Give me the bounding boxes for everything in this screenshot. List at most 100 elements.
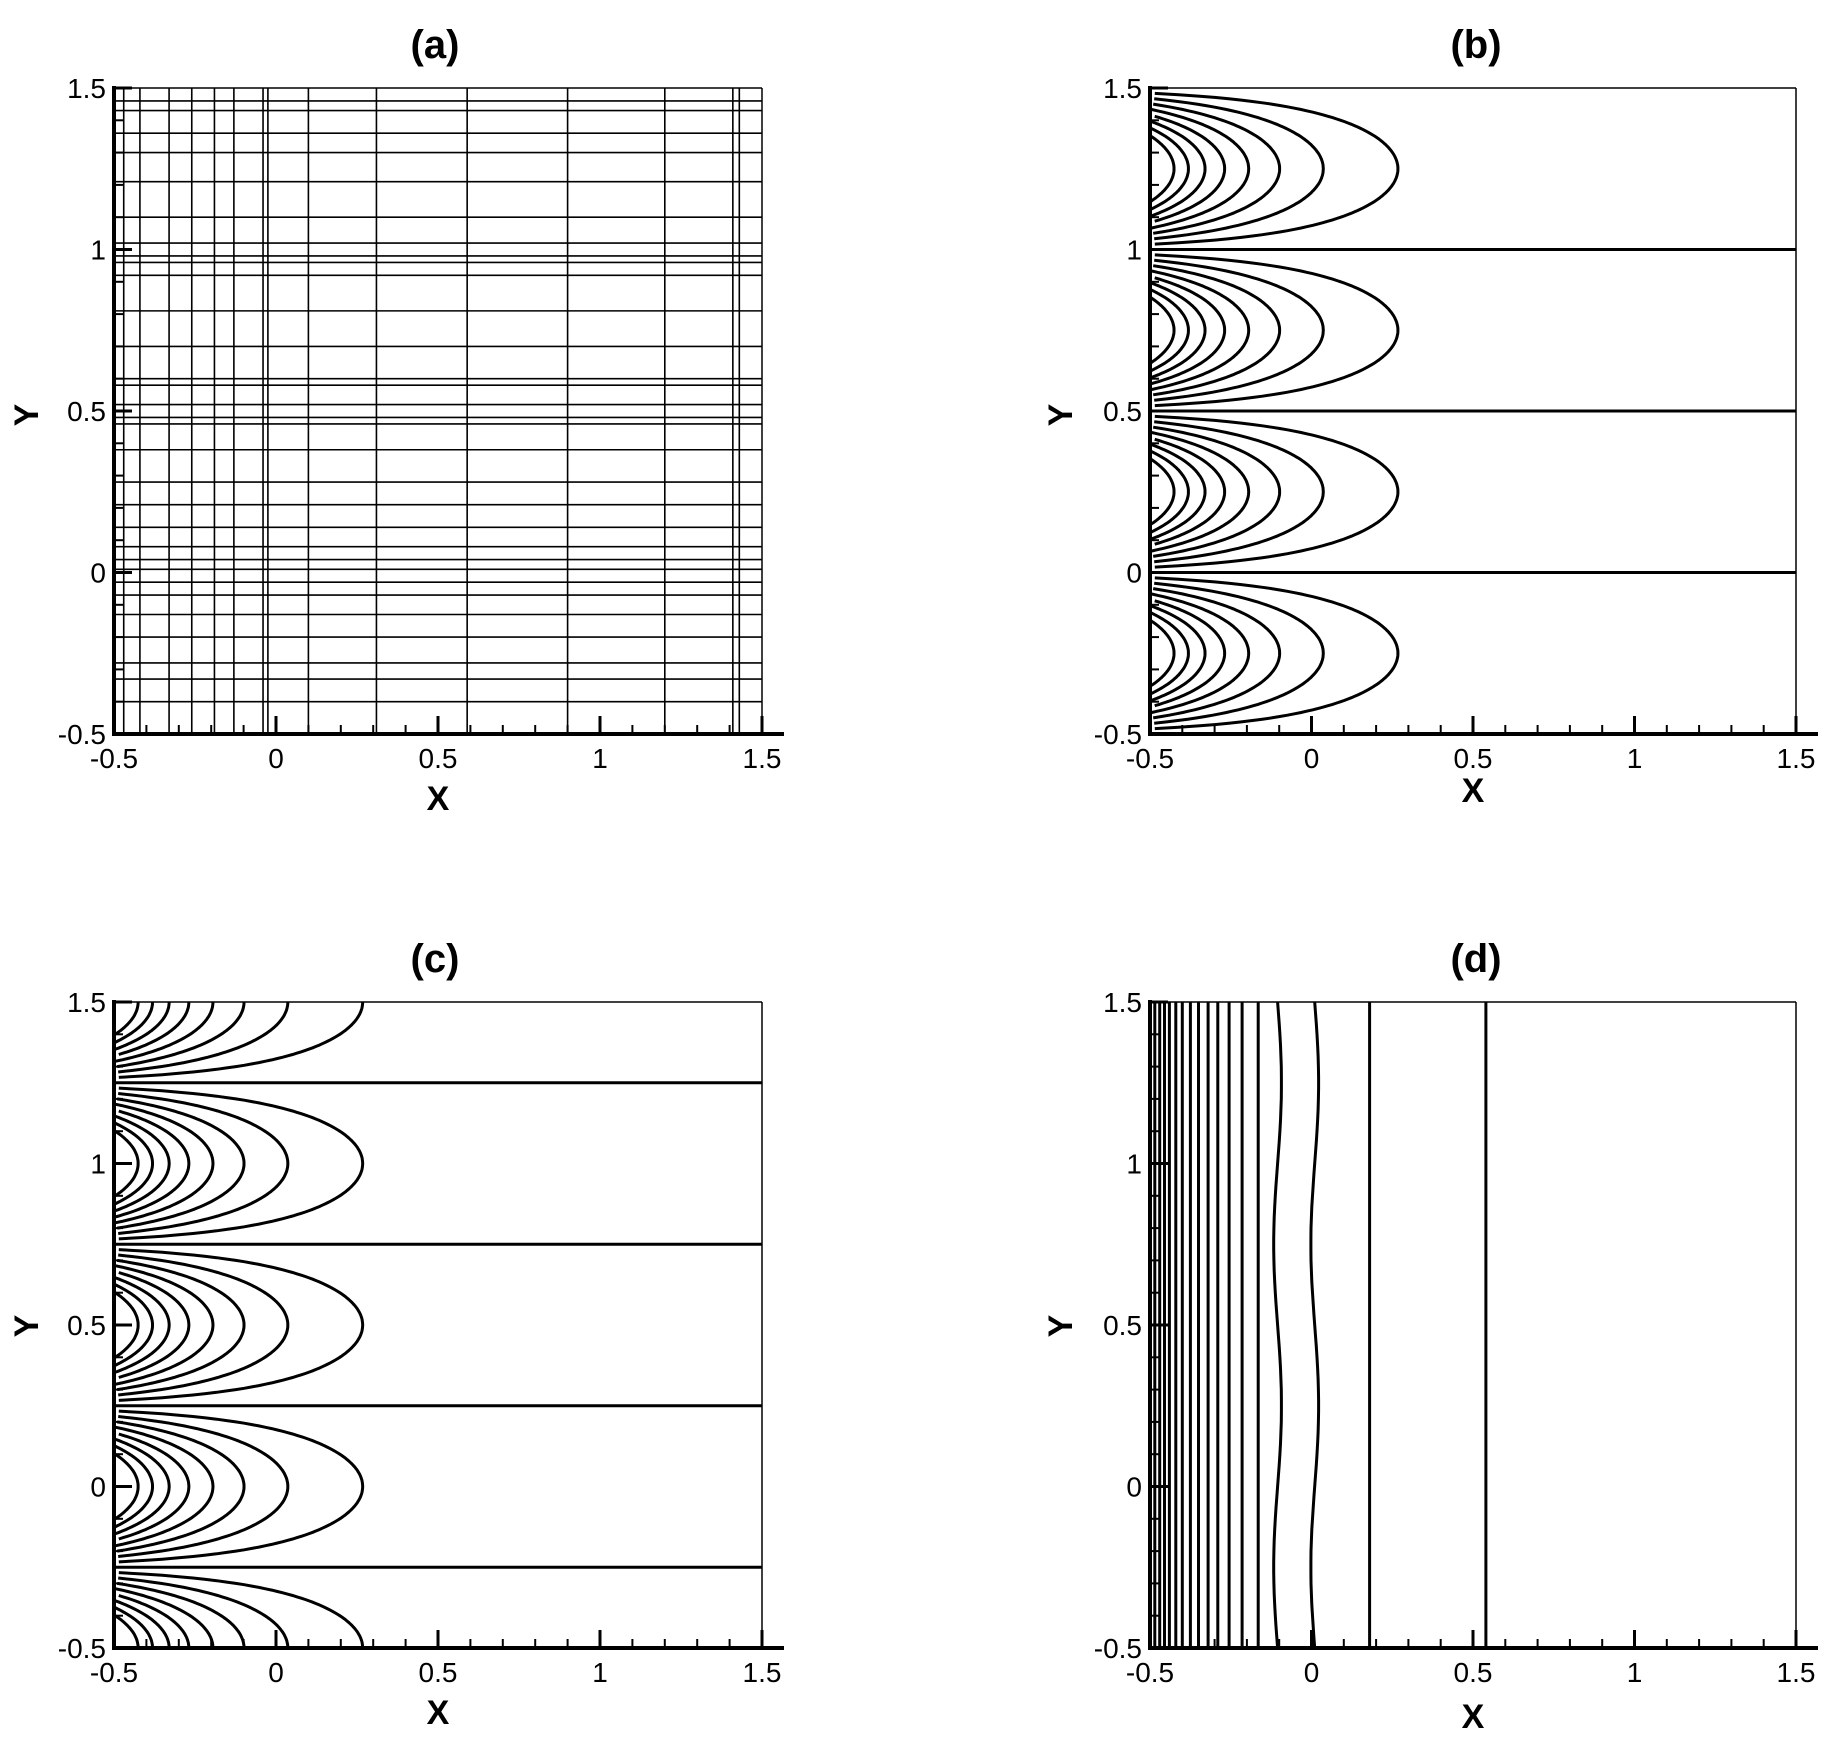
contour-line [118, 1571, 365, 1648]
x-axis-label: X [1462, 1698, 1485, 1736]
contour-line [1151, 443, 1207, 541]
contour-line [1151, 0, 1174, 40]
y-tick-label: 1.5 [67, 73, 106, 104]
contour-line [114, 1452, 140, 1521]
x-tick-label: 0 [1304, 743, 1320, 774]
y-tick-label: 0.5 [67, 396, 106, 427]
x-axis-label: X [427, 1694, 450, 1732]
x-tick-label: -0.5 [1126, 1657, 1174, 1688]
contour-line [118, 1415, 290, 1558]
contour-line [1152, 0, 1205, 54]
contour-line [118, 1253, 290, 1397]
y-tick-label: 1 [90, 235, 106, 266]
contour-line [1152, 0, 1249, 67]
contour-line [1151, 592, 1251, 714]
x-tick-label: 0.5 [1454, 743, 1493, 774]
x-tick-label: 0.5 [1454, 1657, 1493, 1688]
contour-line [1150, 611, 1190, 695]
y-tick-label: -0.5 [58, 1633, 106, 1664]
contour-line [1151, 0, 1188, 48]
y-tick-label: 1.5 [1103, 73, 1142, 104]
contour-line [1150, 288, 1190, 372]
contour-line [1154, 576, 1400, 731]
contour-line [1154, 258, 1325, 402]
contour-line [1150, 450, 1190, 534]
x-axis-label: X [1462, 772, 1485, 810]
contour-line [1152, 102, 1282, 235]
contour-line [118, 1409, 365, 1564]
x-tick-label: -0.5 [1126, 743, 1174, 774]
contour-line [118, 1086, 365, 1241]
contour-line [1151, 281, 1207, 379]
contour-line [1150, 762, 1225, 868]
contour-line [1152, 264, 1282, 397]
x-tick-label: 1.5 [1777, 743, 1816, 774]
contour-line [1150, 296, 1176, 364]
y-tick-label: 0.5 [1103, 396, 1142, 427]
x-tick-label: 1.5 [1777, 1657, 1816, 1688]
x-tick-label: 0.5 [419, 1657, 458, 1688]
contour-line [116, 1420, 246, 1553]
contour-line [115, 1587, 215, 1648]
panel-title: (c) [411, 937, 460, 981]
y-tick-label: -0.5 [58, 719, 106, 750]
contour-line [1151, 783, 1174, 848]
contour-line [118, 1002, 365, 1079]
contour-line [1154, 97, 1325, 241]
x-tick-label: 1 [592, 743, 608, 774]
contour-line [118, 1002, 191, 1056]
contour-line [1155, 0, 1398, 83]
contour-line [114, 1002, 154, 1044]
contour-line [1154, 253, 1400, 408]
contour-line [118, 1248, 365, 1402]
y-axis-label: Y [8, 403, 46, 426]
y-tick-label: 0 [1126, 1472, 1142, 1503]
y-tick-label: 1 [90, 1149, 106, 1180]
contour-line [1272, 1001, 1283, 1649]
y-tick-label: 1 [1126, 1149, 1142, 1180]
y-tick-label: 0.5 [1103, 1310, 1142, 1341]
contour-lines [1150, 0, 1796, 885]
x-tick-label: 0 [1304, 1657, 1320, 1688]
y-tick-label: 0 [1126, 558, 1142, 589]
contour-line [118, 1576, 290, 1648]
contour-line [1151, 774, 1188, 855]
contour-line [116, 1002, 246, 1069]
y-tick-label: -0.5 [1094, 1633, 1142, 1664]
panel-title: (d) [1450, 937, 1501, 981]
x-tick-label: -0.5 [90, 743, 138, 774]
contour-line [115, 1425, 215, 1548]
contour-line [1150, 135, 1176, 203]
panel-title: (b) [1450, 23, 1501, 67]
contour-line [114, 1129, 140, 1198]
contour-line [1151, 431, 1251, 553]
contour-line [1309, 1001, 1321, 1649]
contour-line [114, 1291, 140, 1359]
contour-line [116, 1581, 246, 1648]
contour-line [118, 1594, 191, 1648]
contour-line [114, 1283, 154, 1367]
contour-line [115, 1002, 215, 1063]
contour-line [118, 1092, 290, 1235]
x-tick-label: 1 [1627, 743, 1643, 774]
contour-line [1154, 91, 1400, 246]
contour-line [1154, 581, 1325, 725]
y-tick-label: 0 [90, 1472, 106, 1503]
contour-line [118, 1271, 191, 1379]
contour-line [1152, 425, 1282, 558]
contour-line [1151, 604, 1207, 702]
x-axis-label: X [427, 780, 450, 818]
contour-line [1154, 420, 1325, 564]
contour-line [1155, 0, 1225, 60]
contour-line [1154, 745, 1323, 885]
x-tick-label: 1 [592, 1657, 608, 1688]
contour-line [114, 1614, 140, 1648]
contour-line [1154, 437, 1227, 546]
contour-line [114, 1121, 154, 1206]
contour-line [1150, 458, 1176, 526]
x-tick-label: 0 [268, 1657, 284, 1688]
y-tick-label: 0.5 [67, 1310, 106, 1341]
contour-line [114, 1002, 140, 1036]
